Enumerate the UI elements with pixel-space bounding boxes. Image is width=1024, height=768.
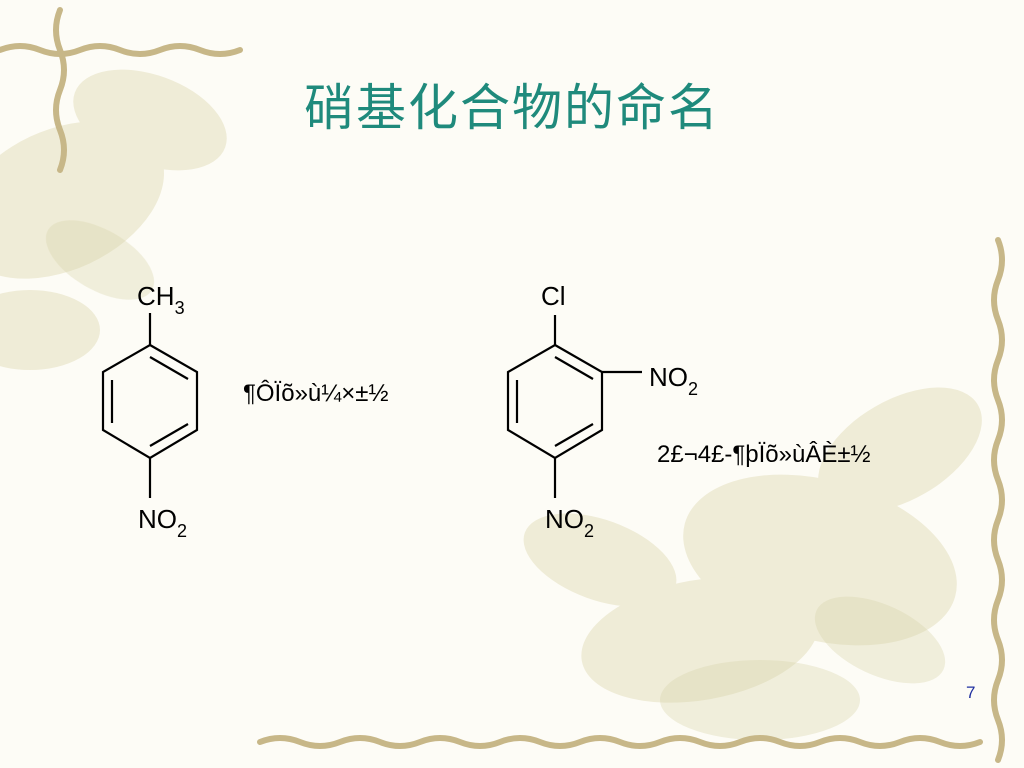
page-number: 7	[966, 683, 976, 702]
molecule1-top-main: CH	[137, 281, 175, 311]
molecule2-side-sub: 2	[688, 379, 698, 399]
molecule2-ring	[506, 315, 642, 498]
molecule1-bottom-group: NO2	[138, 504, 187, 541]
molecule1-top-group: CH3	[137, 281, 185, 318]
molecule2-bottom-main: NO	[545, 504, 584, 534]
slide-title: 硝基化合物的命名	[304, 79, 720, 137]
molecule1-bottom-sub: 2	[177, 521, 187, 541]
molecule1-bottom-main: NO	[138, 504, 177, 534]
molecule2-top-main: Cl	[541, 281, 566, 311]
molecule2-bottom-group: NO2	[545, 504, 594, 541]
molecule2-side-group: NO2	[649, 362, 698, 399]
molecule2-bottom-sub: 2	[584, 521, 594, 541]
molecule1-top-sub: 3	[175, 298, 185, 318]
molecule2-name: 2£¬4£-¶þÏõ»ùÂÈ±½	[657, 441, 871, 468]
molecule1-name: ¶ÔÏõ»ù¼×±½	[243, 380, 389, 407]
molecule1-ring	[101, 313, 199, 498]
molecule2-side-main: NO	[649, 362, 688, 392]
molecule2-top-group: Cl	[541, 281, 566, 311]
